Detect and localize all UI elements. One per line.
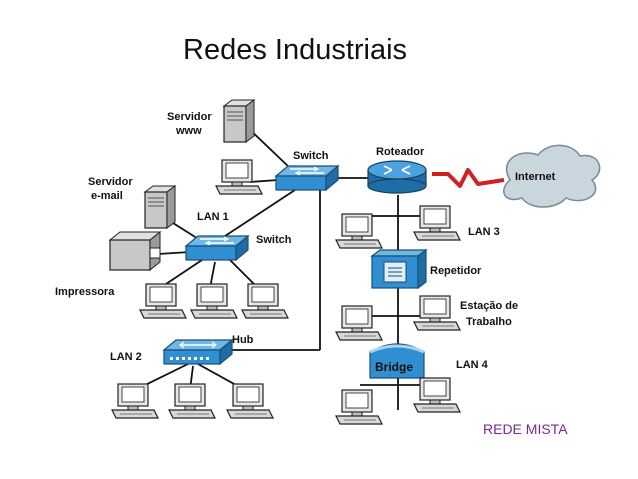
lan4-label: LAN 4 [456,359,489,371]
router-label: Roteador [376,146,425,158]
workstation-icon [335,213,383,249]
switch-top-icon [275,165,339,191]
switch-lan1-label: Switch [256,234,292,246]
workstation-icon [413,205,461,241]
workstation-icon [413,295,461,331]
wan-link [432,168,505,188]
lan1-label: LAN 1 [197,211,229,223]
workstation-icon [413,377,461,413]
page-title: Redes Industriais [183,34,408,66]
workstation-icon [226,383,274,419]
server-email-icon [144,185,176,229]
repeater-icon [370,248,428,290]
printer-icon [108,230,162,272]
internet-cloud-icon [503,144,601,208]
workstation-icon [190,283,238,319]
bridge-icon [369,343,425,379]
repeater-label: Repetidor [430,265,482,277]
server-www-icon [223,99,255,143]
internet-label: Internet [515,171,556,183]
workstation-icon [335,305,383,341]
bridge-label: Bridge [375,360,413,374]
workstation-icon [215,159,263,195]
workstation-label-1: Estação de [460,300,518,312]
hub-icon [162,338,234,366]
server-www-label-2: www [175,125,202,137]
workstation-label-2: Trabalho [466,316,512,328]
lan2-label: LAN 2 [110,351,142,363]
workstation-icon [241,283,289,319]
workstation-icon [111,383,159,419]
switch-lan1-icon [185,235,249,261]
server-www-label-1: Servidor [167,111,212,123]
router-icon [367,160,427,194]
workstation-icon [335,389,383,425]
server-email-label-2: e-mail [91,190,123,202]
diagram-caption: REDE MISTA [483,421,568,437]
server-email-label-1: Servidor [88,176,133,188]
workstation-icon [139,283,187,319]
printer-label: Impressora [55,286,115,298]
hub-label: Hub [232,334,254,346]
lan3-label: LAN 3 [468,226,500,238]
switch-top-label: Switch [293,150,329,162]
workstation-icon [168,383,216,419]
